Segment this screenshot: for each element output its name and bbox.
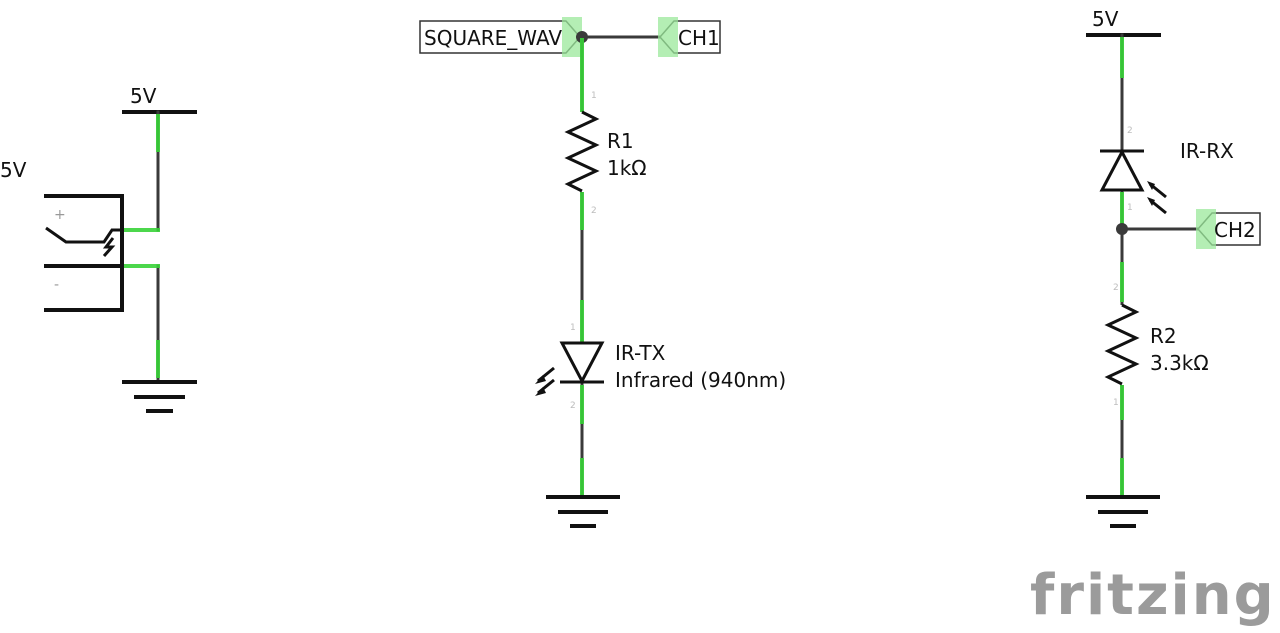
ch1-label-text: CH1 xyxy=(678,26,720,50)
r1-resistor[interactable] xyxy=(564,110,600,193)
connection-highlight xyxy=(1196,209,1216,249)
middle-ground-symbol xyxy=(546,495,620,528)
ir-tx-led[interactable] xyxy=(535,341,605,396)
receiver-circuit: 5V 2 1 IR-RX CH2 2 1 R xyxy=(1086,7,1261,528)
ch2-label-text: CH2 xyxy=(1214,218,1256,242)
ir-rx-photodiode[interactable] xyxy=(1099,148,1167,215)
supply-symbol[interactable] xyxy=(44,194,124,312)
supply-plus-mark: + xyxy=(54,207,66,223)
power-supply-circuit: 5V 5V + - xyxy=(0,84,197,413)
r1-reference: R1 xyxy=(607,129,634,153)
ir-tx-pin-2: 2 xyxy=(570,401,576,411)
ir-tx-pin-1: 1 xyxy=(570,323,576,333)
connection-highlight xyxy=(658,17,678,57)
r2-resistor[interactable] xyxy=(1104,303,1140,386)
r1-value: 1kΩ xyxy=(607,156,647,180)
transmitter-circuit: SQUARE_WAV CH1 1 2 R1 1kΩ xyxy=(419,17,786,528)
ir-rx-pin-2: 2 xyxy=(1127,126,1133,136)
left-ground-symbol xyxy=(122,380,197,413)
square-wave-label-text: SQUARE_WAV xyxy=(424,26,562,50)
connection-highlight xyxy=(562,17,582,57)
fritzing-watermark: fritzing xyxy=(1030,563,1276,628)
supply-5v-label: 5V xyxy=(0,158,27,182)
ir-rx-reference: IR-RX xyxy=(1180,139,1234,163)
r2-pin-2: 2 xyxy=(1113,283,1119,293)
left-5v-label: 5V xyxy=(130,84,157,108)
r1-pin-1: 1 xyxy=(591,91,597,101)
ir-tx-value: Infrared (940nm) xyxy=(615,368,786,392)
supply-minus-mark: - xyxy=(54,277,59,293)
right-5v-label: 5V xyxy=(1092,7,1119,31)
ir-tx-reference: IR-TX xyxy=(615,341,666,365)
ir-rx-pin-1: 1 xyxy=(1127,203,1133,213)
right-ground-symbol xyxy=(1086,495,1160,528)
r1-pin-2: 2 xyxy=(591,206,597,216)
r2-reference: R2 xyxy=(1150,324,1177,348)
r2-pin-1: 1 xyxy=(1113,398,1119,408)
r2-value: 3.3kΩ xyxy=(1150,351,1209,375)
